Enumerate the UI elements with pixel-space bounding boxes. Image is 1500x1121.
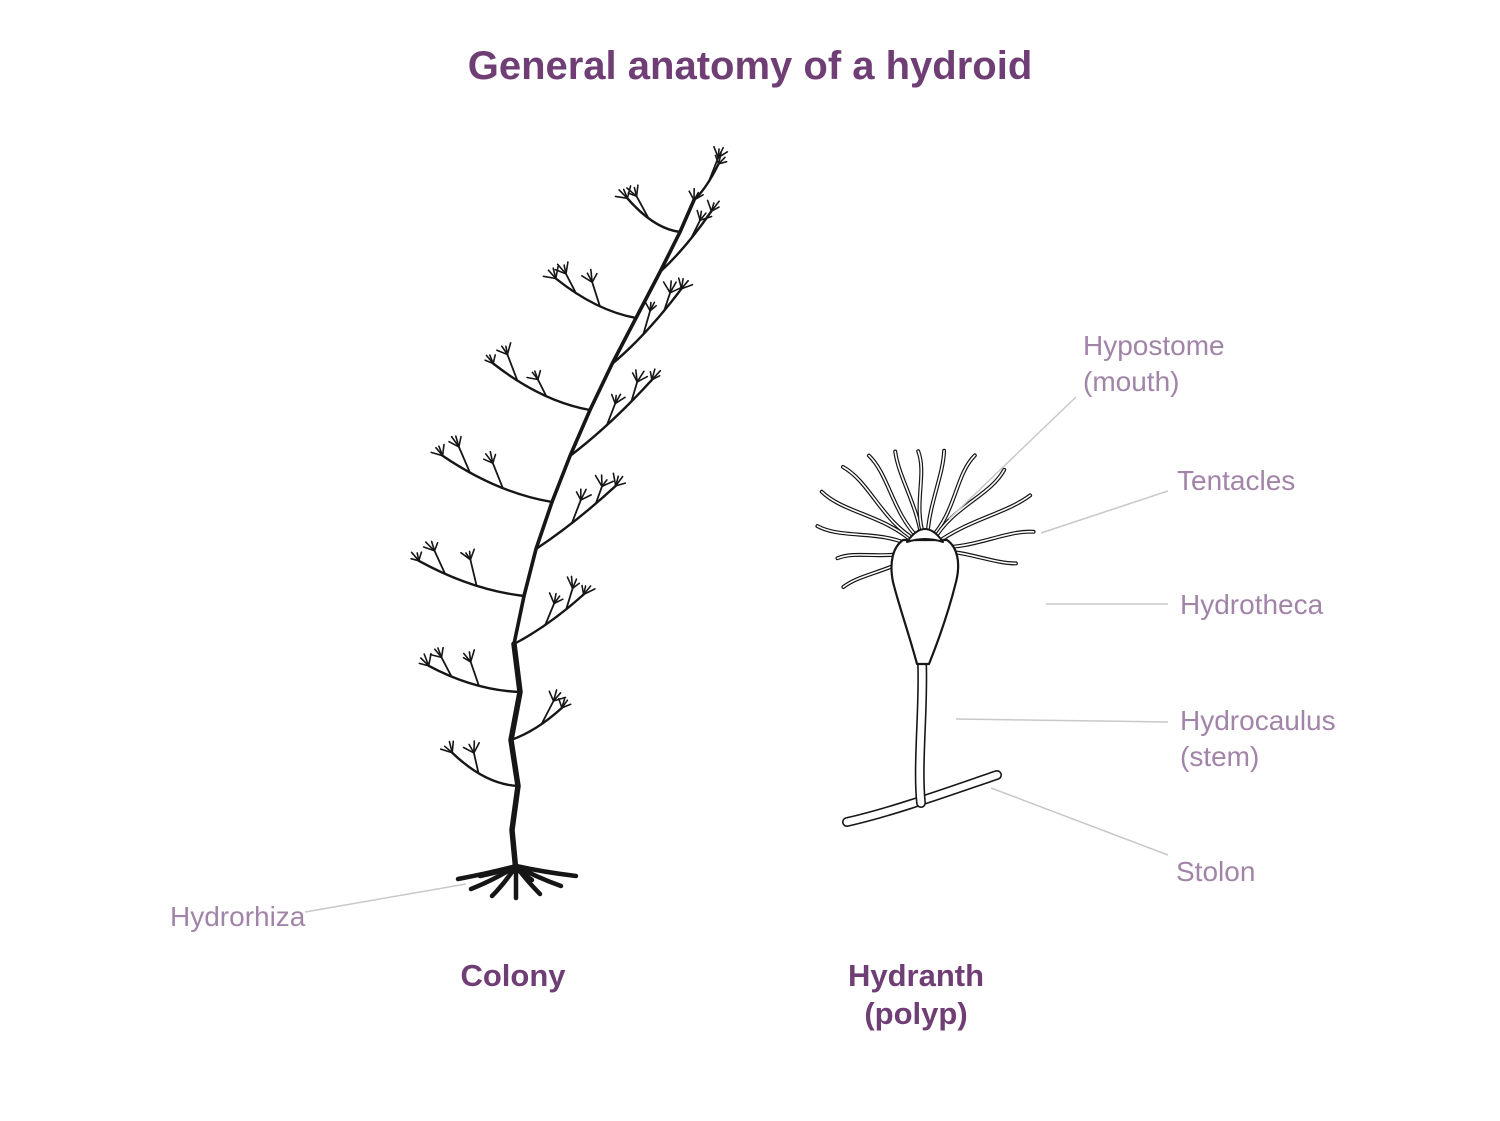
label-hydrocaulus: Hydrocaulus (stem) xyxy=(1180,703,1336,775)
label-hypostome-line2: (mouth) xyxy=(1083,366,1180,397)
diagram-title: General anatomy of a hydroid xyxy=(467,44,1033,88)
label-stolon: Stolon xyxy=(1176,856,1256,887)
caption-colony: Colony xyxy=(460,958,566,993)
label-hydrorhiza: Hydrorhiza xyxy=(170,901,306,932)
label-hydrocaulus-line2: (stem) xyxy=(1180,741,1260,772)
caption-hydranth: Hydranth (polyp) xyxy=(806,957,1026,1033)
hydranth-drawing xyxy=(815,448,1036,827)
label-hypostome: Hypostome (mouth) xyxy=(1083,328,1225,400)
leader-lines xyxy=(304,396,1169,913)
label-tentacles: Tentacles xyxy=(1177,465,1296,496)
colony-drawing xyxy=(410,145,729,901)
caption-hydranth-line1: Hydranth xyxy=(847,958,985,993)
label-hydrotheca: Hydrotheca xyxy=(1180,589,1324,620)
label-hypostome-line1: Hypostome xyxy=(1083,330,1225,361)
label-hydrocaulus-line1: Hydrocaulus xyxy=(1180,705,1336,736)
caption-hydranth-line2: (polyp) xyxy=(864,996,968,1031)
